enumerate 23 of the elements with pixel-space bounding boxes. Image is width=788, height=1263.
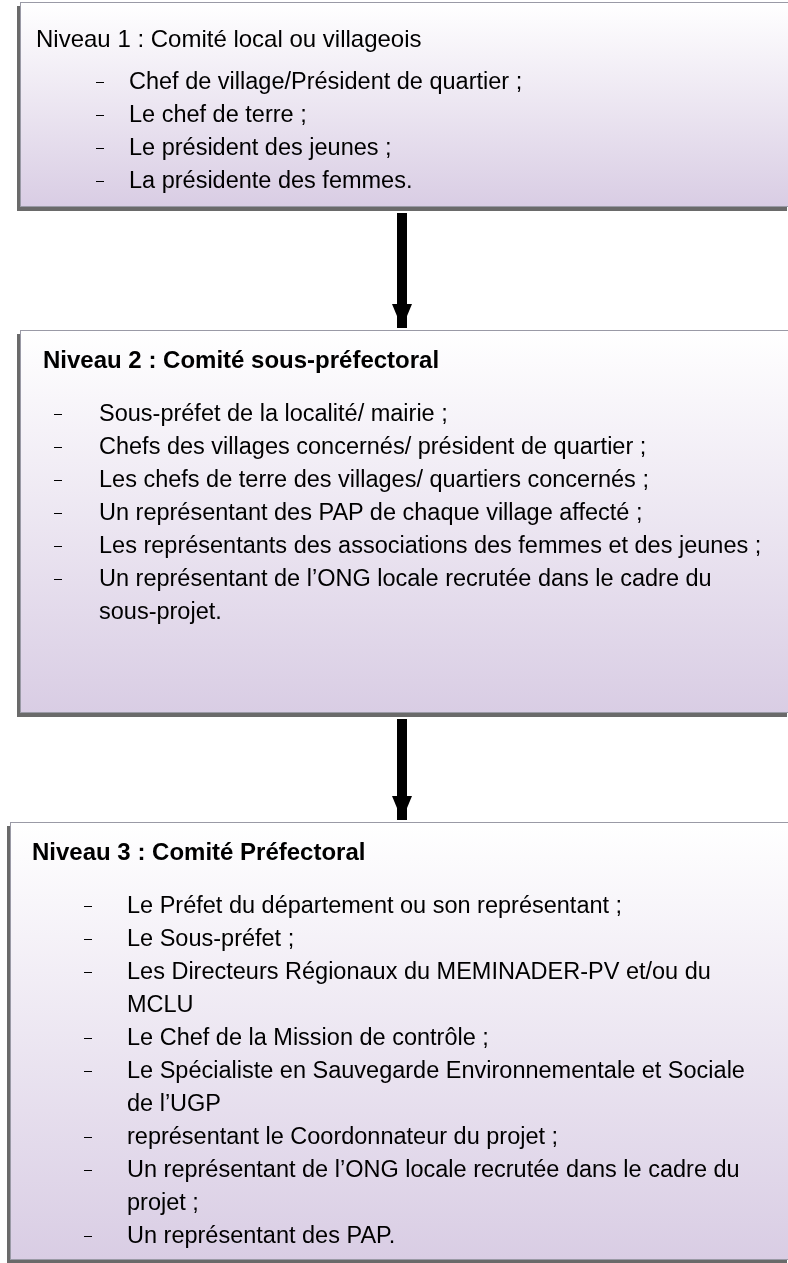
member-item: Sous-préfet de la localité/ mairie ; xyxy=(99,399,449,428)
member-item: représentant le Coordonnateur du projet ; xyxy=(127,1122,560,1151)
level-heading: Niveau 1 : Comité local ou villageois xyxy=(36,25,422,53)
member-item: Le Chef de la Mission de contrôle ; xyxy=(127,1023,490,1052)
down-arrow xyxy=(392,213,412,328)
member-item: Les représentants des associations des femmes et des jeunes ; xyxy=(99,531,763,560)
level-heading: Niveau 3 : Comité Préfectoral xyxy=(32,838,366,866)
member-item: Un représentant des PAP. xyxy=(127,1221,397,1250)
member-item: La présidente des femmes. xyxy=(129,166,414,195)
member-item: Un représentant des PAP de chaque village affecté ; xyxy=(99,498,644,527)
member-item: Le président des jeunes ; xyxy=(129,133,393,162)
member-item: Les chefs de terre des villages/ quartiers concernés ; xyxy=(99,465,650,494)
member-item: Le Sous-préfet ; xyxy=(127,924,296,953)
member-item: Un représentant de l’ONG locale recrutée dans le cadre du sous-projet. xyxy=(99,564,713,626)
committee-box xyxy=(10,822,788,1260)
level-heading: Niveau 2 : Comité sous-préfectoral xyxy=(43,346,440,374)
member-item: Un représentant de l’ONG locale recrutée dans le cadre du projet ; xyxy=(127,1155,741,1217)
member-item: Le Préfet du département ou son représentant ; xyxy=(127,891,624,920)
member-item: Chefs des villages concernés/ président de quartier ; xyxy=(99,432,648,461)
member-item: Le chef de terre ; xyxy=(129,100,308,129)
member-item: Les Directeurs Régionaux du MEMINADER-PV et/ou du MCLU xyxy=(127,957,712,1019)
down-arrow xyxy=(392,719,412,820)
member-item: Chef de village/Président de quartier ; xyxy=(129,67,524,96)
